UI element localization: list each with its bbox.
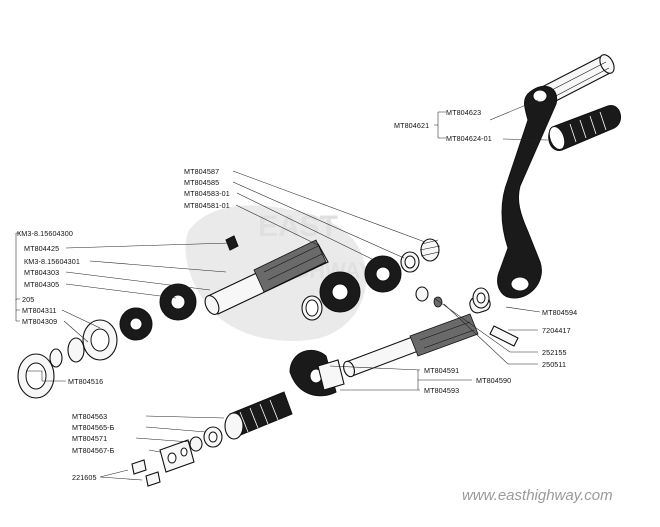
label-km3-15604300: КМ3-8.15604300: [17, 229, 73, 238]
label-mt804593: MT804593: [424, 386, 459, 395]
label-mt804516: MT804516: [68, 377, 103, 386]
label-mt804594: MT804594: [542, 308, 577, 317]
label-mt804565-b: MT804565-Б: [72, 423, 115, 432]
label-mt804587: MT804587: [184, 167, 219, 176]
leader-lines: [15, 99, 549, 481]
label-7204417: 7204417: [542, 326, 571, 335]
label-mt804583-01: MT804583-01: [184, 189, 230, 198]
sector-gear: [289, 350, 345, 397]
label-221605: 221605: [72, 473, 97, 482]
label-mt804425: MT804425: [24, 244, 59, 253]
part-labels: MT804623 MT804621 MT804624-01 MT804587 M…: [17, 108, 577, 482]
label-mt804571: MT804571: [72, 434, 107, 443]
kickstart-shaft: [343, 294, 491, 378]
label-mt804309: MT804309: [22, 317, 57, 326]
watermark-url: www.easthighway.com: [462, 487, 613, 504]
label-250511: 250511: [542, 360, 566, 369]
label-252155: 252155: [542, 348, 567, 357]
label-mt804621: MT804621: [394, 121, 429, 130]
kickstart-lever: [497, 54, 622, 299]
label-mt804303: MT804303: [24, 268, 59, 277]
label-mt804563: MT804563: [72, 412, 107, 421]
main-gear-shaft: [204, 235, 329, 315]
label-km3-15604301: КМ3-8.15604301: [24, 257, 80, 266]
label-mt804624-01: MT804624-01: [446, 134, 492, 143]
shaft-small-parts: [415, 286, 519, 347]
label-mt804585: MT804585: [184, 178, 219, 187]
left-bearing-stack: [17, 283, 197, 399]
label-205: 205: [22, 295, 34, 304]
top-spring-group: [400, 238, 441, 273]
label-mt804623: MT804623: [446, 108, 481, 117]
label-mt804567-b: MT804567-Б: [72, 446, 115, 455]
label-mt804591: MT804591: [424, 366, 459, 375]
watermark-text-top: EAST: [258, 210, 338, 243]
label-mt804305: MT804305: [24, 280, 59, 289]
middle-gears: [301, 255, 402, 321]
label-mt804581-01: MT804581-01: [184, 201, 230, 210]
return-spring-group: [131, 391, 293, 487]
label-mt804590: MT804590: [476, 376, 511, 385]
label-mt804311: MT804311: [22, 306, 57, 315]
